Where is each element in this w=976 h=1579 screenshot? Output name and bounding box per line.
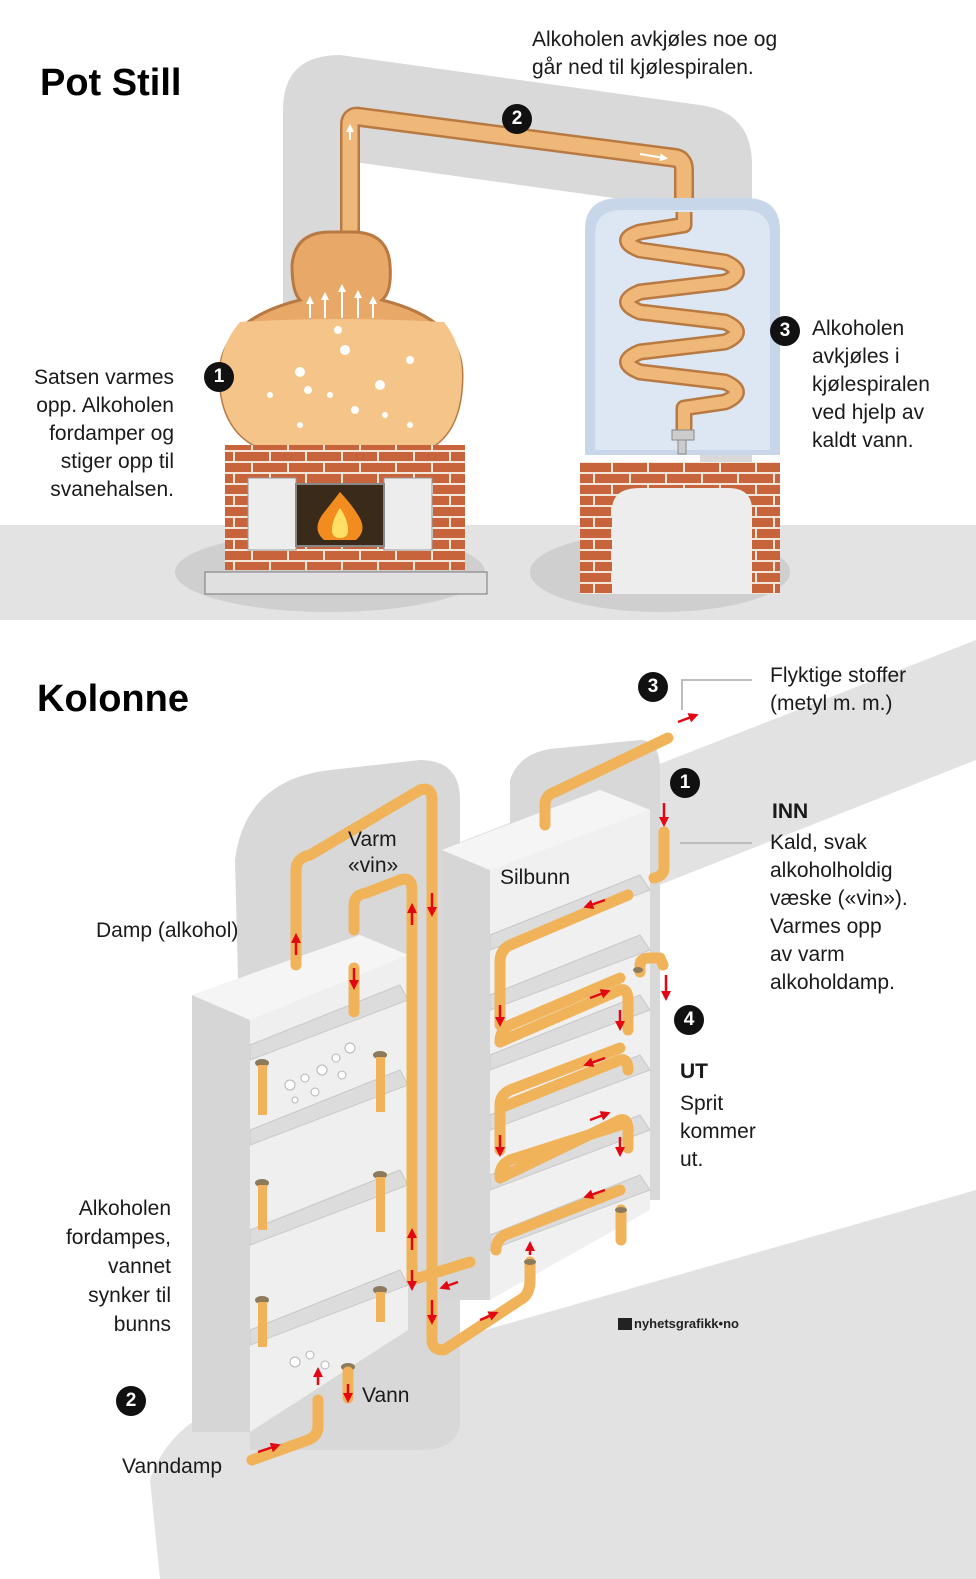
vapor-arrows	[306, 284, 377, 318]
right-column-side	[442, 850, 490, 1300]
damp-label: Damp (alkohol)	[96, 919, 239, 942]
background-shadow-shape	[283, 55, 752, 580]
right-tray-holes	[524, 967, 643, 1265]
pot-still-section	[0, 55, 976, 620]
credit-text: nyhetsgrafikk•no	[634, 1316, 739, 1331]
varm-vin-label: Varm «vin»	[348, 828, 399, 877]
column-pipes	[246, 732, 674, 1466]
alkoholen-label: Alkoholen fordampes, vannet synker til b…	[65, 1197, 171, 1336]
pot-still-title: Pot Still	[40, 62, 182, 104]
silbunn-label: Silbunn	[500, 866, 571, 889]
kolonne-badge-1: 1	[670, 768, 700, 798]
ut-heading: UT	[680, 1060, 708, 1083]
pot-badge-1: 1	[204, 362, 234, 392]
pot-step1-text: Satsen varmes opp. Alkoholen fordamper o…	[33, 366, 174, 501]
left-downcomers	[258, 1057, 385, 1347]
inn-text: Kald, svak alkoholholdig væske («vin»). …	[770, 831, 908, 994]
swan-neck-pipe	[342, 109, 692, 250]
kolonne-badge-4: 4	[674, 1005, 704, 1035]
condenser-stand-opening	[612, 488, 752, 594]
cooling-coil	[621, 212, 743, 432]
kolonne-badge-3: 3	[638, 672, 668, 702]
vann-label: Vann	[362, 1384, 410, 1407]
nyhetsgrafikk-logo	[618, 1318, 632, 1330]
floor	[0, 525, 976, 620]
vanndamp-label: Vanndamp	[122, 1455, 223, 1478]
left-column-side	[192, 995, 250, 1432]
ut-text: Sprit kommer ut.	[680, 1092, 756, 1171]
section-divider	[0, 620, 976, 640]
left-column-top	[192, 935, 408, 1020]
kolonne-title: Kolonne	[37, 678, 189, 720]
kolonne-badge-2: 2	[116, 1386, 146, 1416]
pot-badge-3: 3	[770, 316, 800, 346]
pot-step3-text: Alkoholen avkjøles i kjølespiralen ved h…	[812, 317, 930, 452]
tap	[671, 429, 695, 441]
flame-core	[332, 508, 348, 538]
furnace-door-left	[247, 477, 297, 551]
pot-badge-2: 2	[502, 104, 532, 134]
flow-arrows	[257, 713, 699, 1454]
furnace-base	[204, 571, 488, 595]
bubbles	[267, 326, 414, 428]
furnace-door-right	[383, 477, 433, 551]
neck-arrow	[639, 153, 668, 162]
kolonne-step3-text: Flyktige stoffer (metyl m. m.)	[770, 664, 907, 715]
kolonne-section	[150, 640, 976, 1579]
pot-step2-text: Alkoholen avkjøles noe og går ned til kj…	[532, 28, 778, 79]
wash-liquid	[220, 319, 462, 448]
background-band-bottom	[150, 1190, 976, 1579]
leader-lines	[680, 679, 752, 844]
inn-heading: INN	[772, 800, 809, 823]
tap-spout	[677, 439, 687, 455]
boiling-bubbles	[284, 1042, 356, 1370]
